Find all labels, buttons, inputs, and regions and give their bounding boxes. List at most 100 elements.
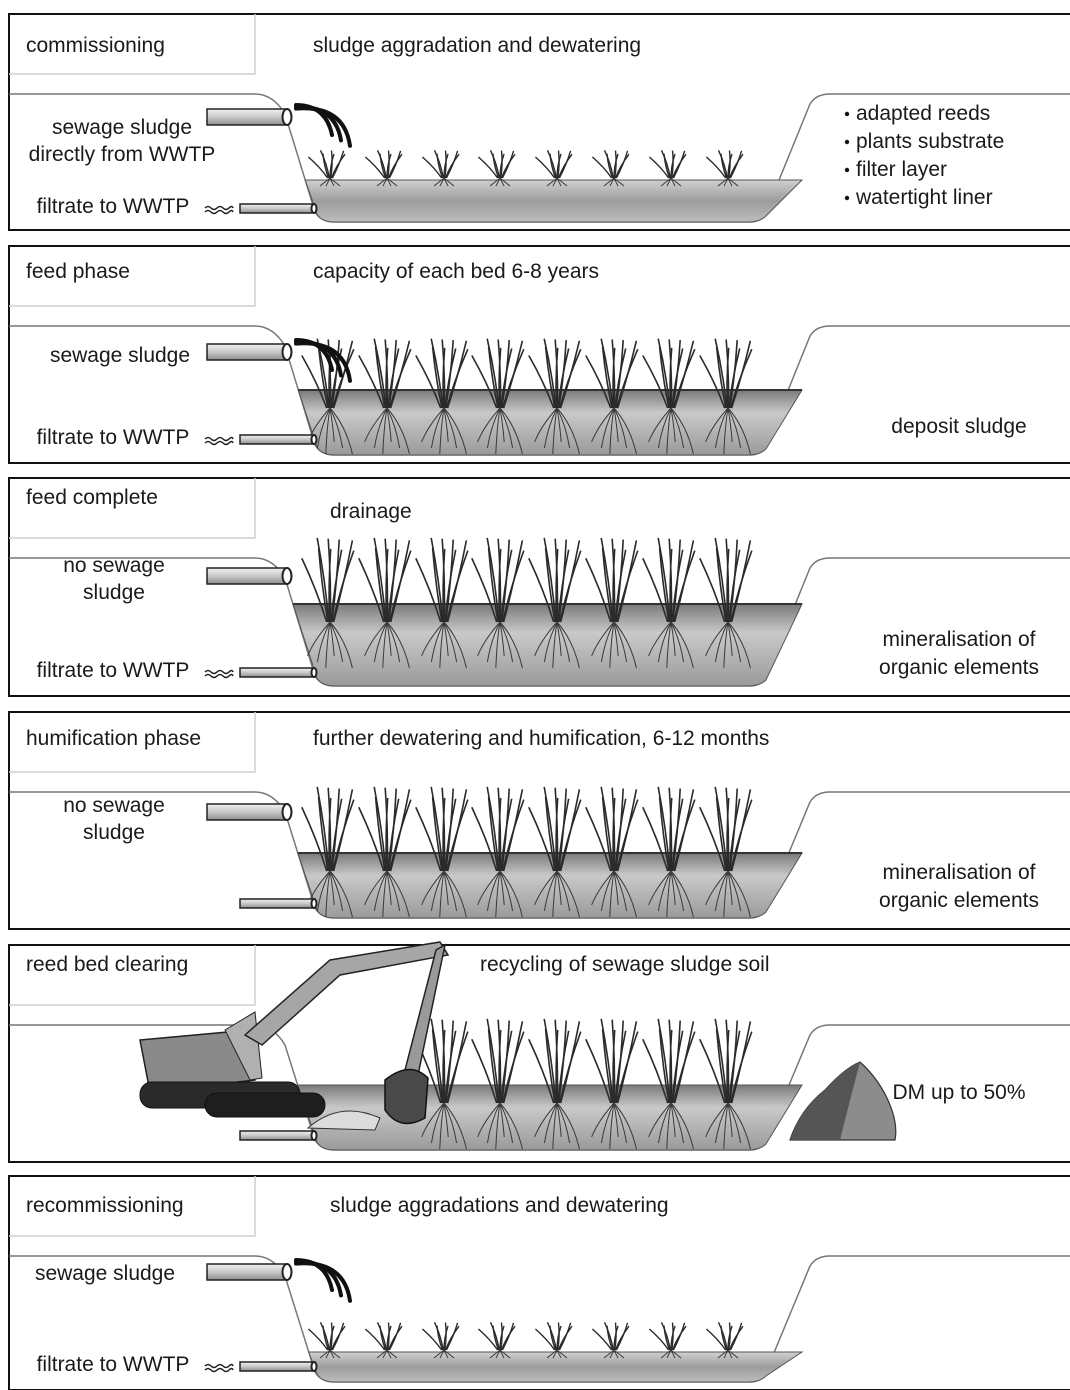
reed-plant [648, 1321, 687, 1359]
inlet-label: sewage sludge [52, 116, 192, 139]
reed-plant [648, 149, 687, 187]
reed-plant [585, 1018, 639, 1150]
reed-plant [358, 786, 412, 918]
stage-panel-clearing: reed bed clearing recycling of sewage slu… [8, 941, 1070, 1163]
inlet-label: no sewage [63, 554, 165, 577]
reed-plant [301, 537, 355, 669]
outlet-label: filtrate to WWTP [37, 426, 190, 449]
inlet-label: no sewage [63, 794, 165, 817]
stage-caption: sludge aggradation and dewatering [313, 34, 641, 57]
outlet-pipe [239, 1361, 318, 1372]
inlet-pipe [206, 343, 293, 361]
filtrate-flow-icon [204, 1363, 234, 1373]
reed-plant [642, 537, 696, 669]
outcome-label: deposit sludge [891, 415, 1026, 438]
stage-panel-commissioning: commissioning sludge aggradation and dewa… [8, 13, 1070, 231]
excavator-icon [139, 941, 450, 1131]
stage-caption: recycling of sewage sludge soil [480, 953, 770, 976]
reed-plant [415, 537, 469, 669]
reed-plant [699, 786, 753, 918]
outcome-label: organic elements [879, 656, 1039, 679]
inlet-pipe [206, 803, 293, 821]
bullet-icon [844, 139, 850, 145]
outlet-label: filtrate to WWTP [37, 1353, 190, 1376]
reed-plant [477, 1321, 516, 1359]
sludge-layer [292, 603, 803, 687]
bullet-icon [844, 111, 850, 117]
reed-plant [585, 786, 639, 918]
inlet-pipe [206, 567, 293, 585]
reed-plant [421, 1321, 460, 1359]
sludge-flow-icon [294, 103, 352, 148]
reed-plant [705, 1321, 744, 1359]
outlet-pipe [239, 1130, 318, 1141]
inlet-label: sludge [83, 821, 145, 844]
inlet-label: sewage sludge [35, 1262, 175, 1285]
reed-plant [699, 338, 753, 455]
sludge-soil-heap-icon [789, 1061, 897, 1141]
reed-plant [642, 1018, 696, 1150]
reed-plant [528, 537, 582, 669]
sludge-layer [297, 852, 803, 919]
stage-caption: capacity of each bed 6-8 years [313, 260, 599, 283]
phase-label: feed complete [26, 486, 158, 509]
phase-label: recommissioning [26, 1194, 184, 1217]
sludge-flow-icon [294, 338, 352, 383]
reed-plant [471, 338, 525, 455]
reed-plant [415, 1018, 469, 1150]
reed-plant [528, 786, 582, 918]
reed-plant [364, 149, 403, 187]
outcome-label: mineralisation of [883, 628, 1036, 651]
reed-plant [415, 338, 469, 455]
stage-panel-recommissioning: recommissioning sludge aggradations and d… [8, 1175, 1070, 1390]
reed-plant [642, 338, 696, 455]
reed-plant [642, 786, 696, 918]
outlet-label: filtrate to WWTP [37, 659, 190, 682]
reed-plant [301, 786, 355, 918]
phase-label: reed bed clearing [26, 953, 188, 976]
bullet-icon [844, 195, 850, 201]
reed-plant [705, 149, 744, 187]
bullet-icon [844, 167, 850, 173]
reed-plant [699, 1018, 753, 1150]
component-note: filter layer [856, 158, 947, 181]
outlet-pipe [239, 434, 318, 445]
component-note: watertight liner [855, 186, 993, 209]
outlet-pipe [239, 667, 318, 678]
stage-caption: further dewatering and humification, 6-1… [313, 727, 769, 750]
component-note: adapted reeds [856, 102, 990, 125]
reed-plant [471, 537, 525, 669]
sludge-layer [297, 389, 803, 456]
phase-label: commissioning [26, 34, 165, 57]
reed-plant [585, 537, 639, 669]
reed-plant [421, 149, 460, 187]
reed-plant [528, 338, 582, 455]
inlet-pipe [206, 1263, 293, 1281]
inlet-pipe [206, 108, 293, 126]
reed-plant [534, 1321, 573, 1359]
stage-caption: drainage [330, 500, 412, 523]
filtrate-flow-icon [204, 205, 234, 215]
filtrate-flow-icon [204, 436, 234, 446]
reed-plant [364, 1321, 403, 1359]
filtrate-flow-icon [204, 669, 234, 679]
outcome-label: mineralisation of [883, 861, 1036, 884]
reed-plant [591, 149, 630, 187]
reed-plant [477, 149, 516, 187]
reed-plant [358, 537, 412, 669]
reed-plant [471, 1018, 525, 1150]
stage-caption: sludge aggradations and dewatering [330, 1194, 669, 1217]
component-note: plants substrate [856, 130, 1004, 153]
reed-plant [358, 338, 412, 455]
inlet-label: sludge [83, 581, 145, 604]
reed-plant [415, 786, 469, 918]
inlet-label: sewage sludge [50, 344, 190, 367]
outlet-pipe [239, 898, 318, 909]
sludge-flow-icon [294, 1258, 352, 1303]
reed-plant [528, 1018, 582, 1150]
outlet-pipe [239, 203, 318, 214]
reed-plant [699, 537, 753, 669]
